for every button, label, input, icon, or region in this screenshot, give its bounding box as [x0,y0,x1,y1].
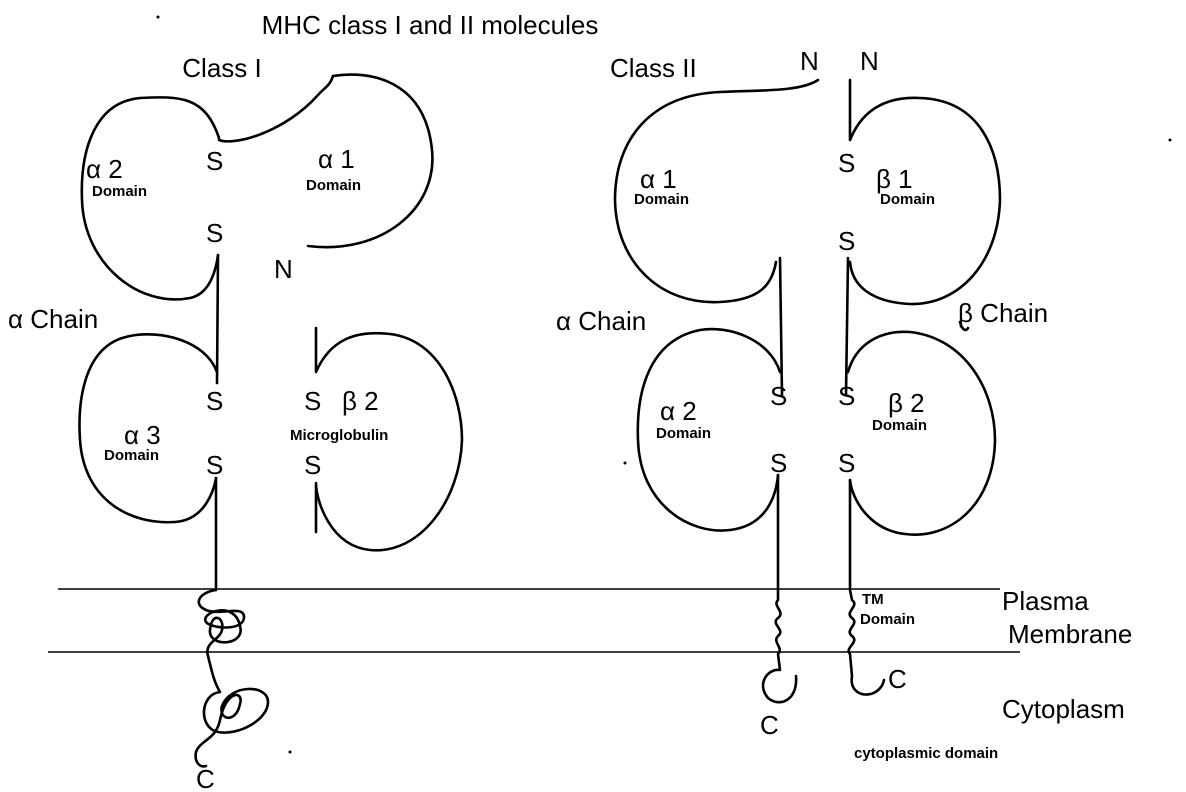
class2-alpha1-domain [613,78,820,304]
class1-alpha2-domain [80,96,221,301]
class1-alpha3-domain [78,333,219,524]
diagram-title: MHC class I and II molecules [262,10,599,40]
class2-heading: Class II [610,53,697,83]
class1-n-terminus: N [274,254,293,284]
scan-dot [623,461,627,465]
scan-dot [1168,138,1172,142]
class2-beta2-domain-label: Domain [872,417,927,434]
class1-microglobulin-label: Microglobulin [290,427,388,444]
class2-beta2-label: β 2 [888,388,925,418]
class2-c-terminus-alpha: C [760,710,779,740]
class2-alpha2-domain [636,327,782,532]
class2-beta2-domain [846,330,997,536]
class2-beta1-domain-label: Domain [880,191,935,208]
class2-beta-chain-stalk [844,256,850,397]
class1-alpha-chain-stalk [215,253,220,385]
class2-s-alpha2-top: S [770,381,787,411]
class2-tm-domain-label: Domain [860,611,915,628]
class2-alpha-chain-label: α Chain [556,306,646,336]
class1-alpha2-domain-label: Domain [92,183,147,200]
class1-alpha1-domain-label: Domain [306,177,361,194]
class2-alpha-chain-tail [761,473,798,704]
class2-alpha2-domain-label: Domain [656,425,711,442]
class2-beta1-label: β 1 [876,164,913,194]
scan-dot [156,15,160,19]
class1-s-alpha3-bottom: S [206,450,223,480]
class1-alpha1-label: α 1 [318,144,355,174]
class2-beta1-domain [848,78,1002,306]
class1-s-beta2-top: S [304,386,321,416]
class1-heading: Class I [182,53,261,83]
cytoplasm-label: Cytoplasm [1002,694,1125,724]
class2-beta-chain-pointer [958,320,970,332]
cytoplasmic-domain-label: cytoplasmic domain [854,745,998,762]
class2-s-beta2-top: S [838,381,855,411]
class2-alpha1-domain-label: Domain [634,191,689,208]
plasma-label: Plasma [1002,586,1089,616]
class1-s-mid: S [206,218,223,248]
class1-alpha3-label: α 3 [124,420,161,450]
class1-cytoplasmic-tail [194,588,270,768]
class2-s-alpha2-bottom: S [770,448,787,478]
class2-s-mid: S [838,226,855,256]
class2-alpha2-label: α 2 [660,396,697,426]
class2-n-alpha: N [800,46,819,76]
class1-beta2-domain [314,326,464,552]
class1-alpha-chain-label: α Chain [8,304,98,334]
scan-dot [288,750,292,754]
class1-c-terminus: C [196,764,215,792]
class1-linker [217,74,335,143]
class1-s-top: S [206,146,223,176]
class1-s-alpha3-top: S [206,386,223,416]
class2-alpha-chain-stalk-upper [778,256,784,397]
class2-beta-chain-label: β Chain [958,298,1048,328]
class2-tm-label: TM [862,591,884,608]
class2-beta-chain-tail [847,478,886,696]
class1-alpha1-domain [306,73,434,249]
class1-beta2-label: β 2 [342,386,379,416]
class2-c-terminus-beta: C [888,664,907,694]
class2-s-top: S [838,148,855,178]
class1-alpha3-domain-label: Domain [104,447,159,464]
class1-alpha2-label: α 2 [86,154,123,184]
class2-n-beta: N [860,46,879,76]
class2-s-beta2-bottom: S [838,448,855,478]
membrane-label: Membrane [1008,619,1132,649]
class2-alpha1-label: α 1 [640,164,677,194]
class1-s-beta2-bottom: S [304,450,321,480]
